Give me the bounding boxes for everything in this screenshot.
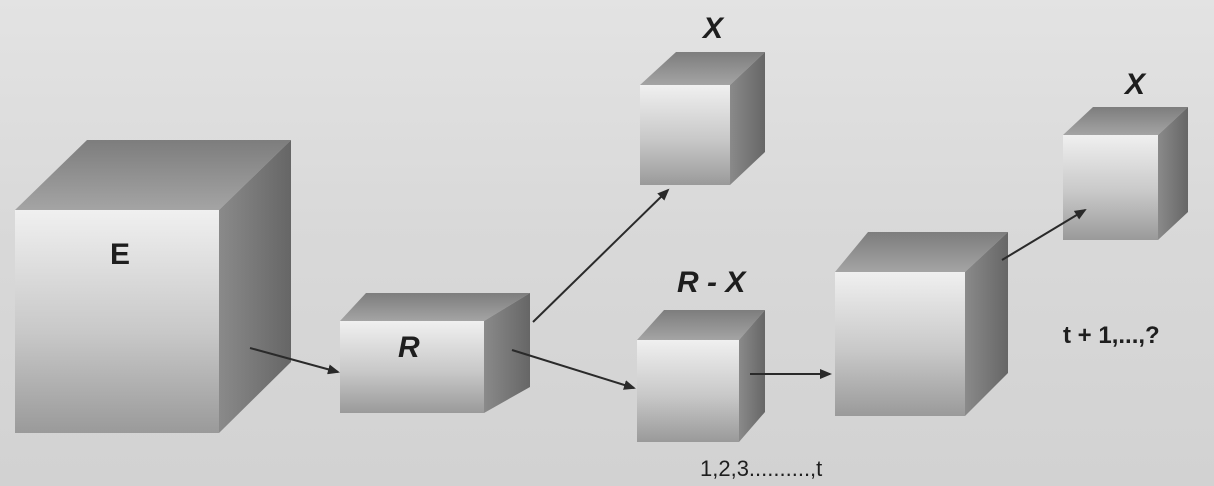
cube-rx-top <box>637 310 765 340</box>
cube-x-right-side <box>1158 107 1188 240</box>
cube-next <box>835 232 1008 416</box>
cube-x-top-side <box>730 52 765 185</box>
cube-e-top <box>15 140 291 210</box>
sequence-start-label: 1,2,3..........,t <box>700 456 823 481</box>
cube-next-front <box>835 272 965 416</box>
cube-next-top <box>835 232 1008 272</box>
arrow-e-to-r <box>249 347 340 375</box>
cube-r-side <box>484 293 530 413</box>
cube-rx-front <box>637 340 739 442</box>
sequence-next-label: t + 1,...,? <box>1063 322 1160 349</box>
cube-x-top <box>640 52 765 185</box>
cube-rx-label: R - X <box>677 266 746 299</box>
cube-x-right-front <box>1063 135 1158 240</box>
cube-r <box>340 293 530 413</box>
cube-next-side <box>965 232 1008 416</box>
arrow-next-to-x <box>1001 208 1087 261</box>
cube-x-top-label: X <box>703 12 724 45</box>
cube-x-top-front <box>640 85 730 185</box>
cube-e-label: E <box>110 238 131 271</box>
cube-e <box>15 140 291 433</box>
arrow-r-to-x <box>532 188 670 323</box>
cube-e-side <box>219 140 291 433</box>
arrow-r-to-rx <box>511 349 636 390</box>
cube-x-right <box>1063 107 1188 240</box>
cube-e-front <box>15 210 219 433</box>
cube-rx-side <box>739 310 765 442</box>
cube-x-right-top <box>1063 107 1188 135</box>
cube-r-top <box>340 293 530 321</box>
cube-rx <box>637 310 765 442</box>
cube-r-label: R <box>398 331 420 364</box>
cube-x-right-label: X <box>1125 68 1146 101</box>
cube-r-front <box>340 321 484 413</box>
cube-x-top-top <box>640 52 765 85</box>
